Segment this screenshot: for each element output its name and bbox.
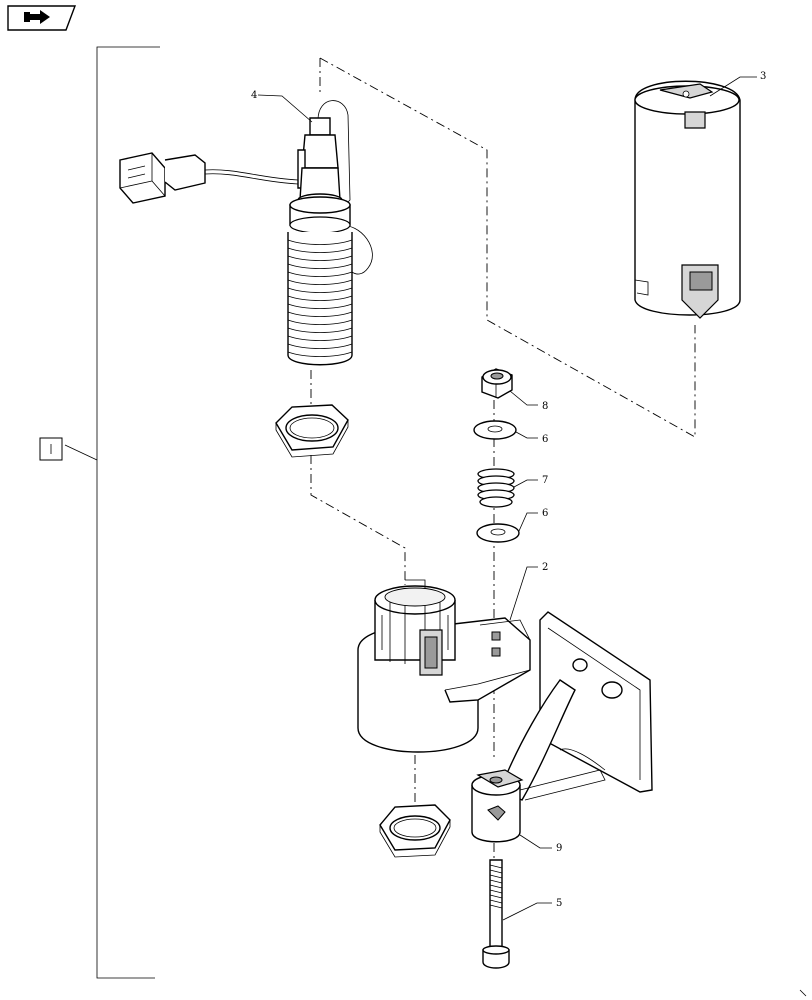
corner-mark — [799, 989, 807, 997]
callout-label: 5 — [556, 898, 562, 909]
connector-plug — [119, 152, 206, 204]
callout-6-upper: 6 — [515, 431, 548, 445]
callout-label: 6 — [542, 508, 548, 519]
part-bolt — [482, 859, 510, 969]
sensor-threads — [287, 239, 353, 357]
part-spring — [477, 468, 515, 508]
callout-label: 9 — [556, 843, 562, 854]
assembly-bracket — [64, 46, 160, 979]
callout-5: 5 — [502, 898, 562, 921]
part-sensor — [119, 100, 373, 366]
nav-button[interactable] — [7, 5, 77, 31]
part-mounting-bracket — [499, 611, 653, 801]
reference-box[interactable] — [39, 437, 63, 461]
callout-label: 4 — [251, 90, 257, 101]
callout-8: 8 — [509, 390, 548, 412]
part-cover — [634, 80, 741, 319]
callout-9: 9 — [519, 834, 562, 854]
part-bushing — [471, 769, 524, 843]
assembly-centerlines — [310, 57, 696, 860]
part-washer-upper — [473, 420, 517, 440]
part-nut — [481, 368, 513, 399]
callout-label: 7 — [542, 475, 548, 486]
part-holder — [357, 579, 531, 753]
part-jam-nut-upper — [275, 404, 349, 458]
callout-2: 2 — [509, 562, 548, 621]
part-jam-nut-lower — [379, 804, 451, 858]
callout-7: 7 — [513, 475, 548, 488]
callout-3: 3 — [709, 71, 766, 97]
callout-label: 8 — [542, 401, 548, 412]
callout-4: 4 — [251, 90, 313, 123]
callout-6-lower: 6 — [518, 508, 548, 532]
callout-label: 3 — [760, 71, 766, 82]
arrow-right-icon — [24, 10, 50, 24]
callout-label: 2 — [542, 562, 548, 573]
callout-label: 6 — [542, 434, 548, 445]
part-washer-lower — [476, 523, 520, 543]
